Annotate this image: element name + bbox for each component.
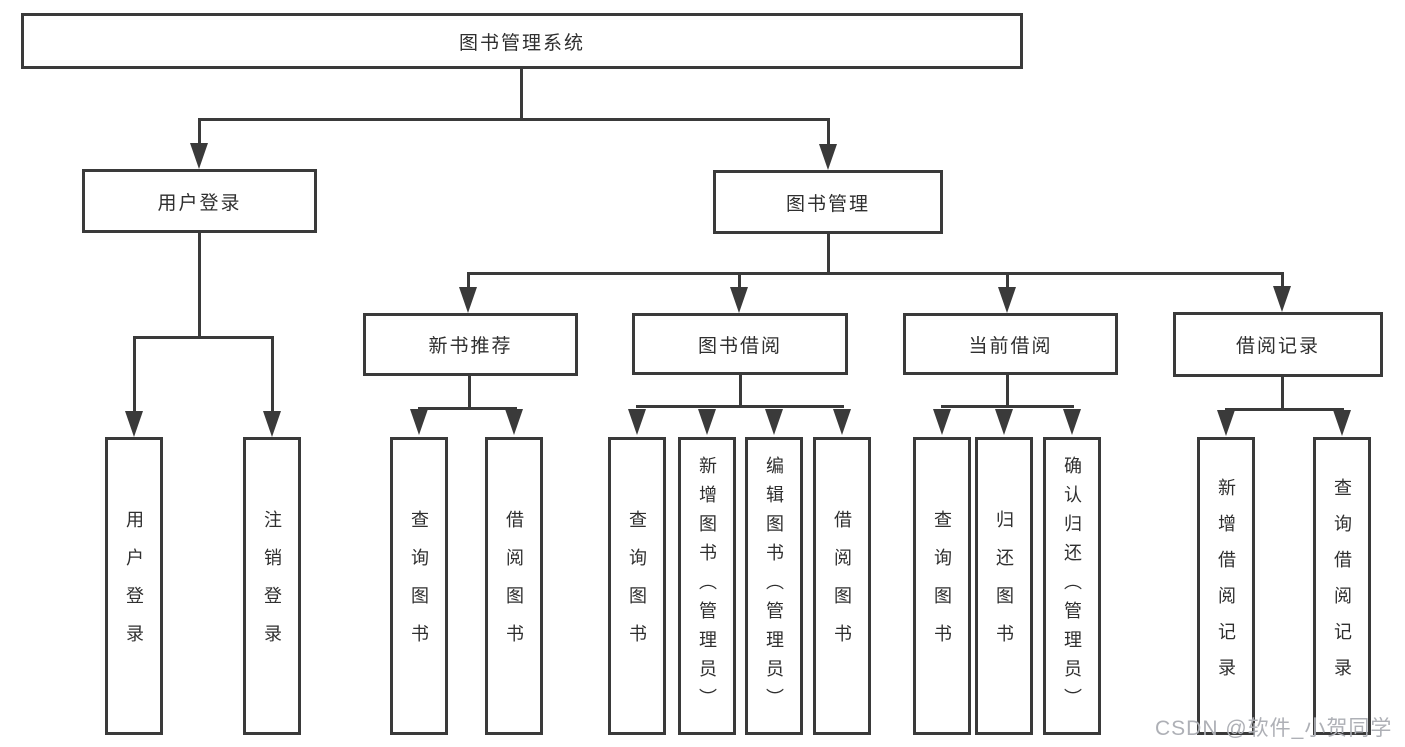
leaf-nb-borrow-book-label: 借阅图书 <box>504 510 524 662</box>
connector-new-book-rec-rail <box>418 407 517 410</box>
leaf-logout: 注销登录 <box>243 437 301 735</box>
leaf-bb-add-book: 新增图书（管理员） <box>678 437 736 735</box>
connector-current-borrow-rail <box>941 405 1074 408</box>
arrowhead-leaf-bb-query <box>628 409 646 435</box>
connector-current-borrow-stem <box>1006 375 1009 405</box>
leaf-bb-add-book-label: 新增图书（管理员） <box>697 455 717 717</box>
leaf-bb-edit-book: 编辑图书（管理员） <box>745 437 803 735</box>
connector-drop-user-login <box>198 118 201 146</box>
connector-book-mgmt-stem <box>827 234 830 272</box>
arrowhead-leaf-nb-borrow <box>505 409 523 435</box>
leaf-cb-return-book: 归还图书 <box>975 437 1033 735</box>
leaf-user-login-label: 用户登录 <box>124 510 144 662</box>
arrowhead-book-borrow <box>730 287 748 313</box>
leaf-cb-confirm-return: 确认归还（管理员） <box>1043 437 1101 735</box>
connector-user-login-rail <box>133 336 274 339</box>
connector-borrow-record-stem <box>1281 377 1284 408</box>
node-book-borrow: 图书借阅 <box>632 313 848 375</box>
arrowhead-leaf-br-query <box>1333 410 1351 436</box>
leaf-logout-label: 注销登录 <box>262 510 282 662</box>
leaf-user-login: 用户登录 <box>105 437 163 735</box>
node-user-login-label: 用户登录 <box>157 192 242 214</box>
node-book-borrow-label: 图书借阅 <box>697 335 782 357</box>
arrowhead-leaf-br-add <box>1217 410 1235 436</box>
node-current-borrow: 当前借阅 <box>903 313 1118 375</box>
leaf-bb-borrow-book: 借阅图书 <box>813 437 871 735</box>
arrowhead-leaf-nb-query <box>410 409 428 435</box>
leaf-br-add-record: 新增借阅记录 <box>1197 437 1255 735</box>
leaf-nb-query-book: 查询图书 <box>390 437 448 735</box>
connector-new-book-rec-stem <box>468 376 471 407</box>
node-root-label: 图书管理系统 <box>458 32 585 54</box>
leaf-cb-confirm-return-label: 确认归还（管理员） <box>1062 455 1082 717</box>
connector-drop-borrow-record <box>1281 272 1284 288</box>
arrowhead-leaf-cb-confirm <box>1063 409 1081 435</box>
leaf-nb-borrow-book: 借阅图书 <box>485 437 543 735</box>
node-borrow-record-label: 借阅记录 <box>1235 336 1320 357</box>
leaf-bb-edit-book-label: 编辑图书（管理员） <box>764 455 784 717</box>
arrowhead-leaf-cb-query <box>933 409 951 435</box>
arrowhead-leaf-logout <box>263 411 281 437</box>
connector-root-stem <box>520 68 523 118</box>
connector-user-login-stem <box>198 233 201 336</box>
leaf-bb-query-book: 查询图书 <box>608 437 666 735</box>
csdn-watermark: CSDN @软件_小贺同学 <box>1155 717 1393 740</box>
leaf-br-query-record-label: 查询借阅记录 <box>1332 478 1352 694</box>
leaf-nb-query-book-label: 查询图书 <box>409 510 429 662</box>
leaf-bb-borrow-book-label: 借阅图书 <box>832 510 852 662</box>
arrowhead-leaf-bb-add <box>698 409 716 435</box>
arrowhead-leaf-cb-return <box>995 409 1013 435</box>
arrowhead-leaf-bb-edit <box>765 409 783 435</box>
connector-borrow-record-rail <box>1225 408 1344 411</box>
arrowhead-leaf-user-login <box>125 411 143 437</box>
node-new-book-rec: 新书推荐 <box>363 313 578 376</box>
connector-drop-current-borrow <box>1006 272 1009 288</box>
node-user-login: 用户登录 <box>82 169 317 233</box>
connector-drop-new-book-rec <box>467 272 470 288</box>
connector-book-borrow-rail <box>636 405 844 408</box>
arrowhead-borrow-record <box>1273 286 1291 312</box>
arrowhead-current-borrow <box>998 287 1016 313</box>
node-book-mgmt-label: 图书管理 <box>785 193 870 215</box>
leaf-br-query-record: 查询借阅记录 <box>1313 437 1371 735</box>
node-borrow-record: 借阅记录 <box>1173 312 1383 377</box>
node-new-book-rec-label: 新书推荐 <box>428 336 513 357</box>
connector-level1-rail <box>198 118 830 121</box>
connector-book-borrow-stem <box>739 375 742 405</box>
node-book-mgmt: 图书管理 <box>713 170 943 234</box>
connector-level2-rail <box>467 272 1284 275</box>
arrowhead-user-login <box>190 143 208 169</box>
connector-drop-book-borrow <box>738 272 741 288</box>
arrowhead-new-book-rec <box>459 287 477 313</box>
leaf-bb-query-book-label: 查询图书 <box>627 510 647 662</box>
node-current-borrow-label: 当前借阅 <box>968 335 1053 357</box>
leaf-br-add-record-label: 新增借阅记录 <box>1216 478 1236 694</box>
arrowhead-book-mgmt <box>819 144 837 170</box>
connector-drop-book-mgmt <box>827 118 830 146</box>
leaf-cb-query-book: 查询图书 <box>913 437 971 735</box>
arrowhead-leaf-bb-borrow <box>833 409 851 435</box>
connector-drop-leaf-logout <box>271 336 274 413</box>
leaf-cb-query-book-label: 查询图书 <box>932 510 952 662</box>
node-root-system: 图书管理系统 <box>21 13 1023 69</box>
connector-drop-leaf-user-login <box>133 336 136 413</box>
leaf-cb-return-book-label: 归还图书 <box>994 510 1014 662</box>
